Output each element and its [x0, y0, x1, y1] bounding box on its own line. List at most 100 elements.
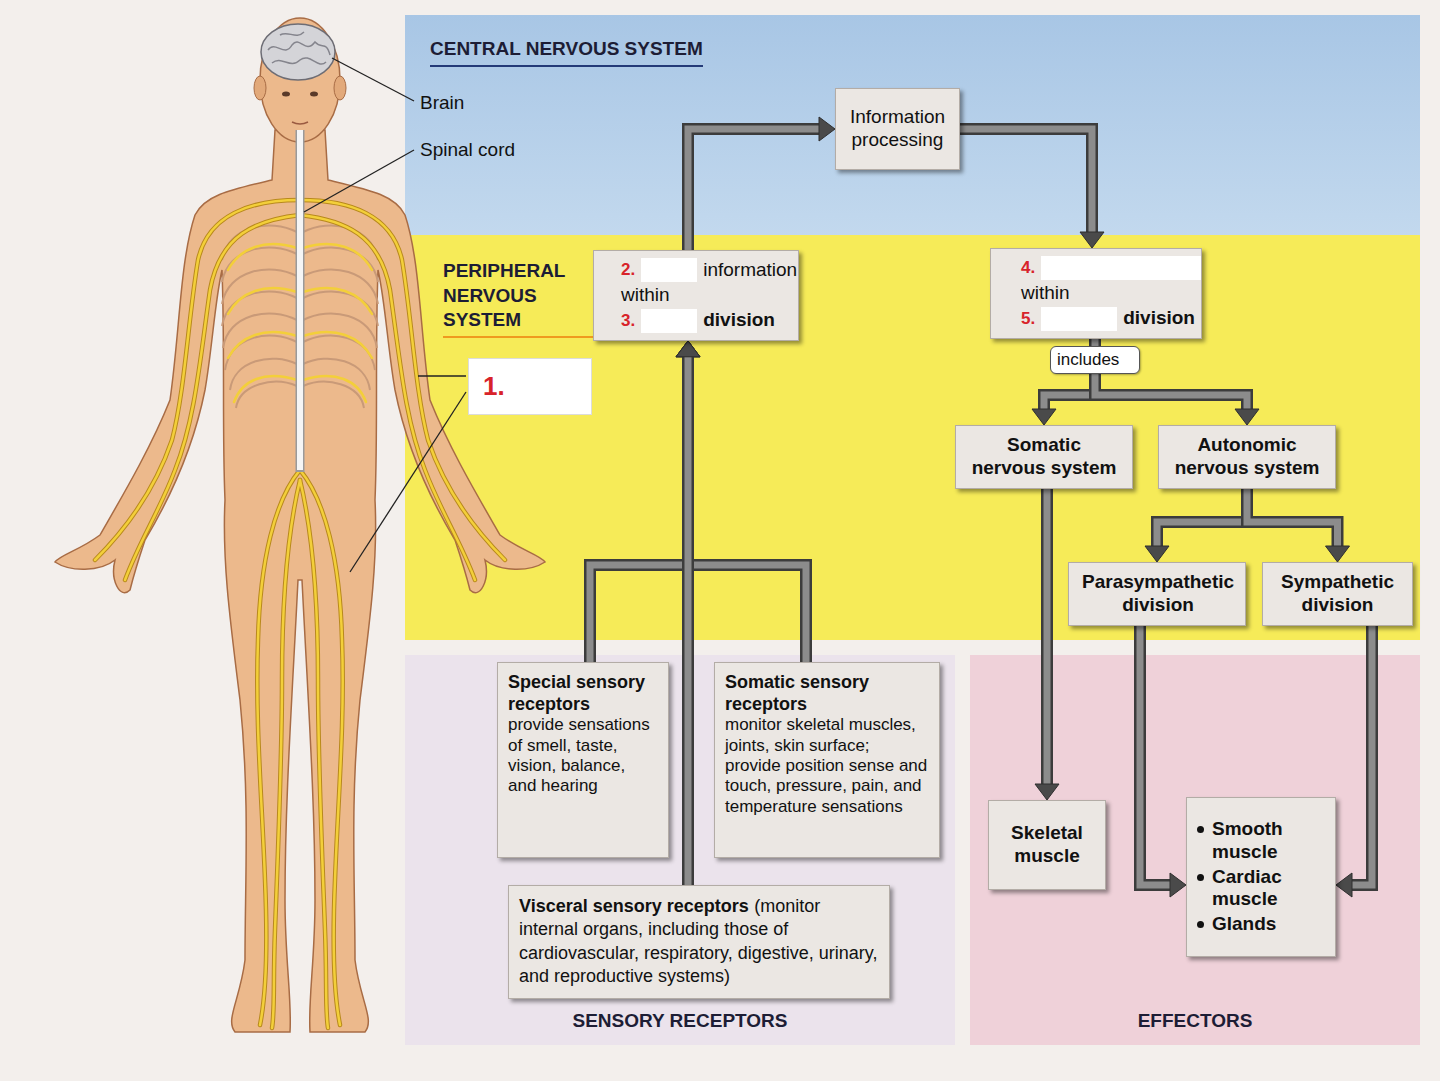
nerve [300, 470, 343, 1025]
rib [222, 269, 297, 304]
arrowhead [819, 117, 835, 141]
text-row: Autonomic nervous system [1172, 434, 1322, 480]
body-silhouette [55, 130, 545, 1032]
nerve [300, 480, 328, 1028]
fill-in-box: 4. within5.division [990, 248, 1202, 339]
connector-core [1092, 339, 1099, 346]
connector-core [688, 357, 806, 662]
text-row: SENSORY RECEPTORS [405, 1009, 955, 1037]
list-item: Cardiac muscle [1212, 866, 1325, 912]
blank-field [641, 258, 697, 282]
connector-core [688, 129, 819, 250]
connector-outline [1352, 626, 1372, 885]
process-box: Information processing [835, 88, 960, 170]
leader-line [350, 392, 466, 572]
connector-core [590, 357, 688, 662]
text-row: 1. [483, 371, 591, 402]
arrowhead [1336, 873, 1352, 897]
rib [303, 335, 375, 370]
text-row: Sympathetic division [1263, 571, 1413, 617]
text-row: within [621, 284, 771, 307]
connector-outline [960, 129, 1092, 232]
rib [223, 313, 297, 348]
nerve [300, 470, 343, 1025]
band-heading: CENTRAL NERVOUS SYSTEM [430, 37, 703, 67]
text-row: Parasympathetic division [1082, 571, 1232, 617]
connector-outline [1095, 374, 1247, 409]
connector-arrow [1145, 489, 1247, 562]
text-row: Glands [1197, 913, 1325, 936]
connector-core [1044, 374, 1095, 409]
arrowhead [1326, 546, 1350, 562]
connector-core [960, 129, 1092, 232]
ear [334, 76, 346, 100]
rib [222, 247, 297, 282]
nerve [300, 480, 328, 1028]
text-row: Information processing [844, 106, 951, 152]
text-row: monitor skeletal muscles, joints, skin s… [725, 715, 929, 817]
callout-number: 5. [1021, 309, 1035, 329]
connector-outline [682, 357, 694, 885]
connector-outline [1140, 626, 1170, 885]
spinal-cord [297, 130, 303, 470]
eye [282, 92, 290, 97]
text-row: provide sensations of smell, taste, visi… [508, 715, 658, 797]
callout-number: 3. [621, 311, 635, 331]
connector-arrow [1140, 626, 1186, 897]
rib [222, 291, 297, 326]
nerve [303, 376, 366, 402]
node-text: includes [1057, 350, 1119, 370]
leader-line [332, 58, 414, 101]
text-row: 2.information [621, 258, 771, 282]
bullet-dot [1197, 874, 1204, 881]
text-row: 3.division [621, 309, 771, 333]
mouth [292, 122, 308, 124]
connector-core [1140, 626, 1170, 885]
connector-core [1044, 489, 1051, 784]
nerve [303, 244, 372, 270]
node-text: Somatic nervous system [969, 434, 1119, 480]
arrowhead [1080, 232, 1104, 248]
node-text: within [1021, 282, 1070, 305]
text-row: 5.division [1021, 307, 1171, 331]
arrowhead [1170, 873, 1186, 897]
arrowhead [1145, 546, 1169, 562]
rib [303, 359, 370, 390]
part-label: Brain [420, 92, 464, 114]
process-box: Autonomic nervous system [1158, 425, 1336, 489]
text-row: includes [1057, 350, 1133, 370]
blank-field [1041, 256, 1201, 280]
leader-line [304, 150, 414, 212]
connector-outline [688, 129, 819, 250]
connector-arrow [1095, 374, 1259, 425]
bullet-dot [1197, 826, 1204, 833]
leader-line [418, 375, 466, 376]
effectors-band: EFFECTORSSkeletal muscleSmooth muscleCar… [970, 655, 1420, 1045]
rib [303, 291, 378, 326]
connector-outline [688, 357, 806, 662]
arrowhead [1032, 409, 1056, 425]
callout-number: 4. [1021, 258, 1035, 278]
band-heading: SENSORY RECEPTORS [572, 1009, 787, 1037]
callout-number: 1. [483, 371, 505, 402]
box-heading: Somatic sensory receptors [725, 672, 929, 715]
text-row: Special sensory receptors [508, 672, 658, 715]
nerve [257, 470, 300, 1025]
brain-folds [268, 32, 330, 64]
callout-number: 2. [621, 260, 635, 280]
rib [303, 247, 378, 282]
receptor-box: Visceral sensory receptors(monitor inter… [508, 885, 890, 999]
callout-box: 1. [468, 358, 592, 415]
box-body: provide sensations of smell, taste, visi… [508, 715, 658, 797]
connector-arrow [960, 129, 1104, 248]
connector-arrow [1247, 489, 1350, 562]
node-text: Skeletal muscle [997, 822, 1097, 868]
band-heading: PERIPHERAL NERVOUS SYSTEM [443, 259, 593, 338]
node-text: Autonomic nervous system [1172, 434, 1322, 480]
connector-arrow [688, 117, 835, 250]
rib [303, 313, 377, 348]
connector-arrow [676, 341, 700, 885]
nerve [228, 332, 297, 358]
connector-arrow [1336, 626, 1372, 897]
